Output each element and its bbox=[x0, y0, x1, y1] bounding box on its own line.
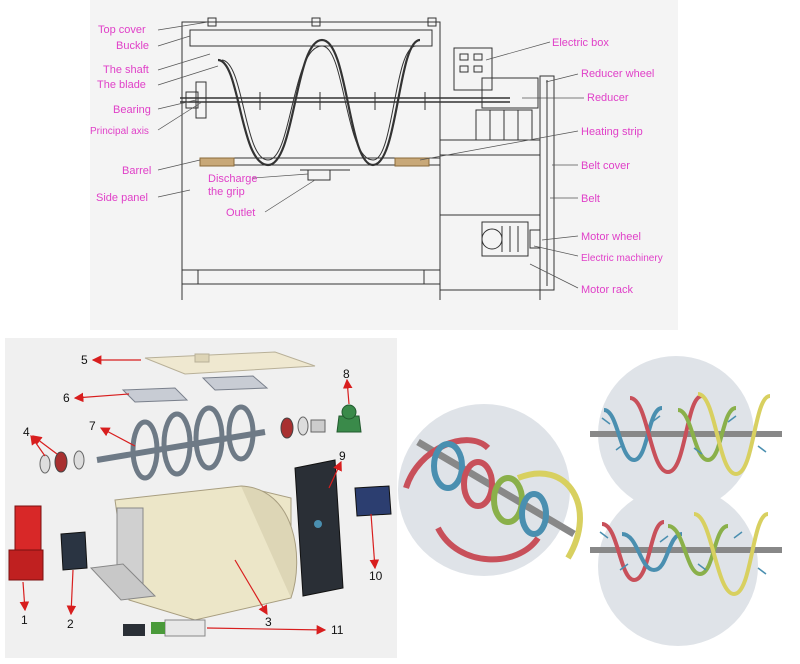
number-7: 7 bbox=[89, 419, 96, 433]
part-grate bbox=[121, 387, 189, 403]
mixer-elevation-drawing: Top cover Buckle The shaft The blade Bea… bbox=[90, 0, 678, 330]
render-flow-arrows-top bbox=[601, 415, 767, 455]
number-10: 10 bbox=[369, 569, 383, 583]
motor bbox=[481, 221, 529, 257]
number-2: 2 bbox=[67, 617, 74, 631]
part-discharge-valve bbox=[123, 619, 206, 637]
render-ribbons-bottom bbox=[601, 512, 769, 597]
part-belt-cover bbox=[354, 485, 392, 517]
label-outlet: Outlet bbox=[226, 207, 255, 219]
ribbon-render-view bbox=[398, 338, 798, 658]
part-bearing-rings bbox=[39, 450, 85, 474]
number-4: 4 bbox=[23, 425, 30, 439]
number-6: 6 bbox=[63, 391, 70, 405]
number-11: 11 bbox=[331, 623, 344, 637]
label-top-cover: Top cover bbox=[98, 24, 146, 36]
render-circle-angled bbox=[398, 404, 570, 576]
number-5: 5 bbox=[81, 353, 88, 367]
top-cover bbox=[189, 29, 433, 47]
label-bearing: Bearing bbox=[113, 104, 151, 116]
number-9: 9 bbox=[339, 449, 346, 463]
belt-cover bbox=[539, 75, 555, 291]
label-the-blade: The blade bbox=[97, 79, 146, 91]
label-discharge: Discharge bbox=[208, 173, 258, 185]
number-3: 3 bbox=[265, 615, 272, 629]
label-principal-axis: Principal axis bbox=[90, 126, 149, 137]
label-barrel: Barrel bbox=[122, 165, 151, 177]
outlet bbox=[307, 169, 331, 181]
label-reducer-wheel: Reducer wheel bbox=[581, 68, 654, 80]
label-the-shaft: The shaft bbox=[103, 64, 149, 76]
number-8: 8 bbox=[343, 367, 350, 381]
label-belt-cover: Belt cover bbox=[581, 160, 630, 172]
label-motor-rack: Motor rack bbox=[581, 284, 633, 296]
exploded-parts-view: 5 6 7 4 8 9 10 1 2 3 11 bbox=[5, 338, 397, 658]
label-belt: Belt bbox=[581, 193, 600, 205]
ribbon-svg bbox=[398, 356, 782, 646]
part-top-cover bbox=[144, 351, 316, 375]
label-side-panel: Side panel bbox=[96, 192, 148, 204]
part-small-panel bbox=[60, 531, 88, 571]
part-shaft bbox=[96, 429, 266, 463]
heating-strip bbox=[199, 157, 235, 167]
label-electric-box: Electric box bbox=[552, 37, 609, 49]
label-motor-wheel: Motor wheel bbox=[581, 231, 641, 243]
exploded-svg: 5 6 7 4 8 9 10 1 2 3 11 bbox=[8, 351, 392, 637]
part-ribbon-agitator bbox=[130, 404, 256, 481]
label-discharge-grip: the grip bbox=[208, 186, 245, 198]
label-electric-machinery: Electric machinery bbox=[581, 253, 663, 264]
number-1: 1 bbox=[21, 613, 28, 627]
label-buckle: Buckle bbox=[116, 40, 149, 52]
elevation-svg: Top cover Buckle The shaft The blade Bea… bbox=[90, 17, 663, 300]
part-side-panel bbox=[294, 459, 344, 597]
render-ribbons-top bbox=[603, 392, 771, 477]
label-reducer: Reducer bbox=[587, 92, 629, 104]
electric-box bbox=[453, 47, 493, 91]
render-flow-arrows-bottom bbox=[599, 531, 767, 575]
part-motor bbox=[8, 505, 44, 581]
ribbon-blade-outer bbox=[217, 38, 421, 167]
label-heating-strip: Heating strip bbox=[581, 126, 643, 138]
render-ribbons-angled bbox=[403, 437, 583, 563]
render-circle-bottom bbox=[598, 486, 758, 646]
reducer bbox=[481, 77, 539, 109]
part-barrel bbox=[89, 485, 298, 621]
